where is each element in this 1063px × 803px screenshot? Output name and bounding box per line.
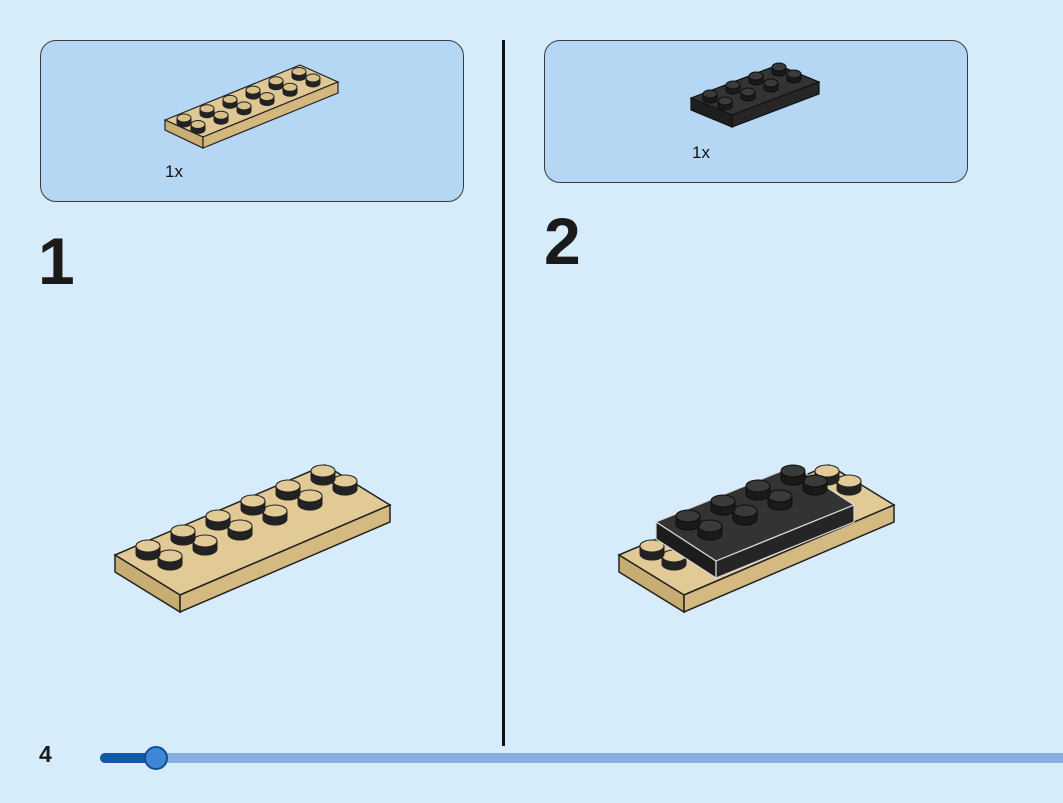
tan-stud — [190, 120, 206, 134]
part-quantity-step-1: 1x — [165, 162, 183, 181]
progress-knob — [143, 746, 168, 770]
tan-stud — [222, 94, 238, 109]
step-number-2: 2 — [544, 204, 581, 278]
black-stud — [748, 71, 764, 86]
tan-stud — [262, 504, 288, 526]
black-stud — [745, 479, 771, 501]
tan-stud — [836, 474, 862, 496]
tan-stud — [227, 519, 253, 541]
tan-stud — [199, 104, 215, 119]
black-stud — [786, 69, 802, 84]
black-stud — [710, 494, 736, 516]
black-stud — [717, 96, 733, 111]
tan-stud — [135, 539, 161, 561]
page-number: 4 — [39, 741, 52, 767]
black-stud — [725, 80, 741, 95]
tan-stud — [192, 534, 218, 556]
tan-stud — [170, 524, 196, 546]
black-stud — [802, 474, 828, 496]
tan-stud — [814, 464, 840, 486]
part-quantity-step-2: 1x — [692, 143, 710, 162]
tan-stud — [639, 539, 665, 561]
tan-stud — [297, 489, 323, 511]
tan-stud — [205, 509, 231, 531]
tan-stud — [332, 474, 358, 496]
tan-stud — [176, 113, 192, 128]
step-1-assembly-tan-plate — [113, 464, 392, 614]
tan-stud — [305, 73, 321, 88]
black-plate-2x4-part-image — [689, 62, 821, 128]
tan-stud — [240, 494, 266, 516]
tan-stud — [310, 464, 336, 486]
black-stud — [767, 489, 793, 511]
step-divider — [502, 40, 505, 746]
tan-stud — [291, 67, 307, 81]
tan-stud — [282, 82, 298, 97]
progress-track — [100, 746, 1063, 770]
black-stud — [675, 509, 701, 531]
step-number-1: 1 — [38, 224, 75, 298]
step-2-assembly-black-on-tan — [617, 464, 896, 614]
black-stud — [732, 504, 758, 526]
black-stud — [780, 464, 806, 486]
tan-stud — [157, 549, 183, 571]
tan-stud — [213, 110, 229, 125]
tan-stud — [259, 92, 275, 107]
black-stud — [763, 78, 779, 93]
progress-fill — [100, 753, 156, 763]
black-stud — [702, 89, 718, 104]
tan-stud — [236, 101, 252, 116]
tan-stud — [268, 76, 284, 91]
tan-plate-2x6-part-image — [163, 64, 340, 149]
black-stud — [771, 62, 787, 77]
tan-stud — [245, 85, 261, 100]
black-stud — [740, 87, 756, 102]
black-stud — [697, 519, 723, 541]
tan-stud — [275, 479, 301, 501]
